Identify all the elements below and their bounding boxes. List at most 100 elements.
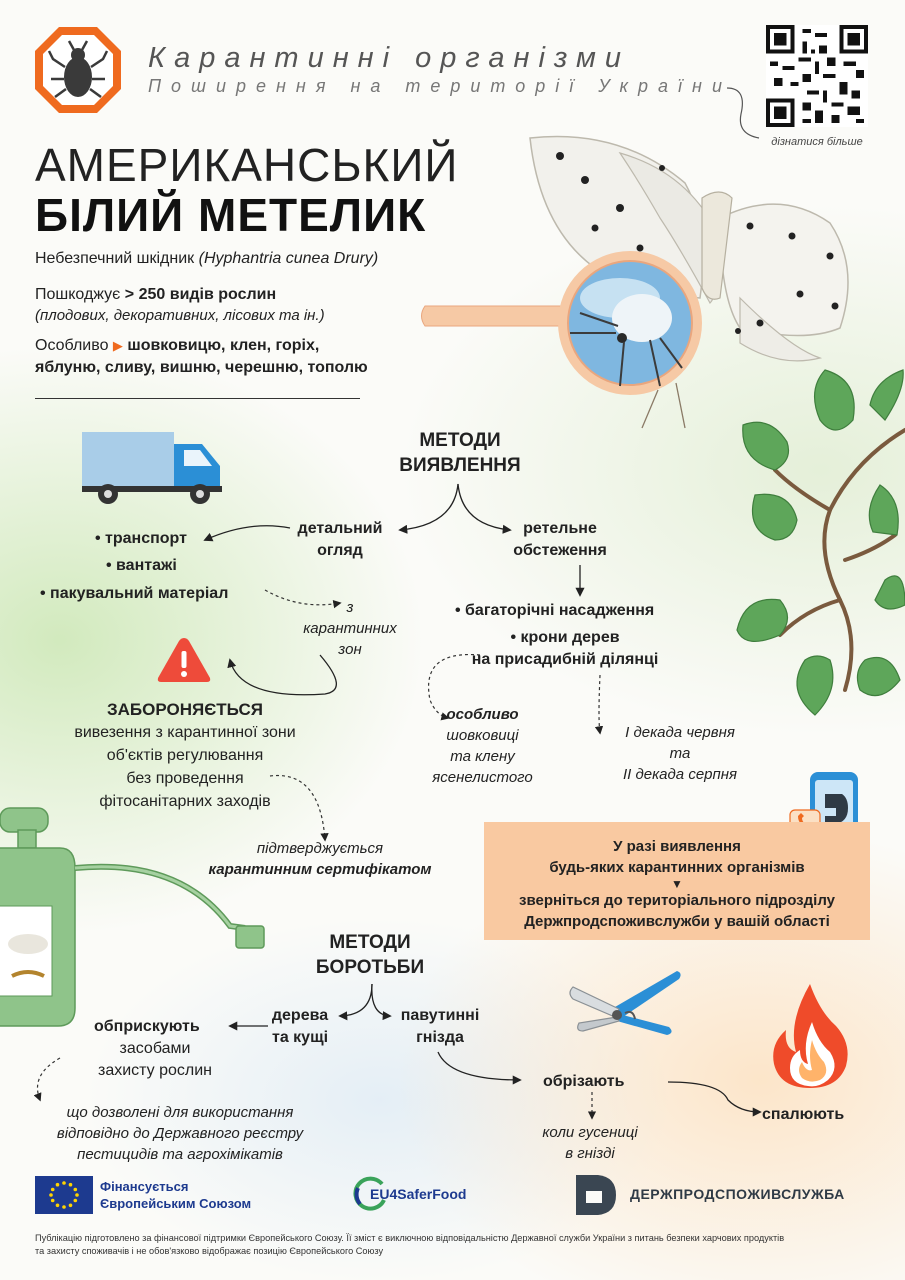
- contact-line1: У разі виявлення: [613, 838, 741, 855]
- dps-logo-icon: [576, 1175, 616, 1215]
- especially-trees-note: особливо шовковиці та клену ясенелистого: [415, 704, 550, 788]
- from-zones-line3: зон: [338, 641, 362, 658]
- moth-magnifier-illustration: [421, 135, 849, 429]
- eu4safer-logo-icon: [353, 1176, 386, 1211]
- disclaimer-line1: Публікацію підготовлено за фінансової пі…: [35, 1233, 785, 1243]
- survey-dates-line3: ІІ декада серпня: [622, 766, 738, 783]
- especially-trees-line1: особливо: [446, 706, 519, 723]
- certificate-note: підтверджується карантинним сертифікатом: [180, 838, 460, 880]
- orange-arrow-icon: ▶: [112, 338, 123, 353]
- survey-item-crowns: крони дерев на присадибній ділянці: [440, 627, 690, 671]
- from-zones-note: з карантинних зон: [285, 597, 415, 660]
- prohibited-block: ЗАБОРОНЯЄТЬСЯ вивезення з карантинної зо…: [40, 698, 330, 813]
- pest-line: Небезпечний шкідник (Hyphantria cunea Dr…: [35, 248, 378, 270]
- trees-line1: дерева: [271, 1007, 329, 1024]
- intro-divider: [35, 398, 360, 399]
- damage-count: > 250 видів рослин: [124, 286, 277, 303]
- especially-trees-line4: ясенелистого: [432, 769, 533, 786]
- title-line1: АМЕРИКАНСЬКИЙ: [35, 139, 459, 191]
- eu-flag-icon: [35, 1176, 93, 1214]
- cut-label: обрізають: [543, 1073, 625, 1090]
- especially-line: Особливо ▶ шовковицю, клен, горіх,: [35, 335, 319, 357]
- web-nests-label: павутинні гнізда: [390, 1005, 490, 1049]
- eu4safer-text: EU4SaferFood: [370, 1186, 467, 1202]
- prohibited-line1: вивезення з карантинної зони: [74, 724, 296, 741]
- header-subtitle: Поширення на території України: [148, 76, 732, 96]
- inspection-item-packaging: пакувальний матеріал: [40, 583, 228, 605]
- disclaimer: Публікацію підготовлено за фінансової пі…: [35, 1232, 885, 1258]
- contact-line2: будь-яких карантинних організмів: [549, 859, 805, 876]
- inspection-line1: детальний: [297, 520, 383, 537]
- especially-trees-line3: та клену: [450, 748, 515, 765]
- certificate-line2: карантинним сертифікатом: [208, 861, 432, 878]
- pruning-shears-icon: [569, 971, 681, 1035]
- contact-box: У разі виявлення будь-яких карантинних о…: [484, 822, 870, 940]
- from-zones-line2: карантинних: [303, 620, 397, 637]
- eu-funded-text: Фінансується Європейським Союзом: [100, 1178, 251, 1212]
- especially-trees-line2: шовковиці: [446, 727, 519, 744]
- survey-item-orchards: багаторічні насадження: [455, 600, 654, 622]
- contact-line4: Держпродспоживслужби у вашій області: [524, 913, 830, 930]
- prohibited-line3: без проведення: [126, 770, 244, 787]
- nests-line1: павутинні: [400, 1007, 480, 1024]
- detection-title-line2: ВИЯВЛЕННЯ: [399, 455, 521, 476]
- pest-latin: (Hyphantria cunea Drury): [198, 250, 379, 267]
- sprayer-illustration: [0, 807, 265, 1027]
- survey-item-crowns-line2: на присадибній ділянці: [471, 651, 659, 668]
- inspection-line2: огляд: [317, 542, 363, 559]
- damage-line: Пошкоджує > 250 видів рослин: [35, 284, 276, 306]
- burn-label: спалюють: [762, 1106, 845, 1123]
- survey-dates-note: І декада червня та ІІ декада серпня: [590, 722, 770, 785]
- prohibited-title: ЗАБОРОНЯЄТЬСЯ: [107, 700, 263, 719]
- detection-title: МЕТОДИ ВИЯВЛЕННЯ: [390, 428, 530, 478]
- qr-caption: дізнатися більше: [771, 136, 863, 148]
- from-zones-line1: з: [346, 599, 354, 616]
- damage-note: (плодових, декоративних, лісових та ін.): [35, 307, 325, 324]
- spray-label: обприскують: [94, 1018, 200, 1035]
- survey-dates-line1: І декада червня: [625, 724, 735, 741]
- control-title-line2: БОРОТЬБИ: [315, 957, 425, 978]
- qr-pointer-curve: [726, 87, 760, 139]
- dps-text: ДЕРЖПРОДСПОЖИВСЛУЖБА: [630, 1186, 845, 1202]
- survey-item-crowns-line1: крони дерев: [440, 627, 690, 649]
- survey-line2: обстеження: [513, 542, 607, 559]
- qr-code[interactable]: [766, 25, 868, 127]
- nests-line2: гнізда: [416, 1029, 464, 1046]
- spray-means: засобами захисту рослин: [70, 1038, 240, 1082]
- especially-line1: шовковицю, клен, горіх,: [127, 337, 320, 354]
- damage-prefix: Пошкоджує: [35, 286, 125, 303]
- allowed-line2: відповідно до Державного реєстру: [56, 1125, 304, 1142]
- contact-down-icon: ▼: [671, 877, 683, 891]
- bug-warning-icon: [35, 27, 121, 113]
- allowed-line1: що дозволені для використання: [66, 1104, 294, 1121]
- header-title: Карантинні організми: [148, 42, 631, 74]
- trees-line2: та кущі: [271, 1029, 329, 1046]
- control-title: МЕТОДИ БОРОТЬБИ: [300, 930, 440, 980]
- inspection-label: детальний огляд: [280, 518, 400, 562]
- trees-bushes-label: дерева та кущі: [255, 1005, 345, 1049]
- inspection-item-cargo: вантажі: [106, 555, 177, 577]
- title-line2: БІЛИЙ МЕТЕЛИК: [35, 189, 427, 241]
- when-line2: в гнізді: [565, 1145, 615, 1162]
- allowed-line3: пестицидів та агрохімікатів: [77, 1146, 283, 1163]
- eu-funded-line1: Фінансується: [100, 1179, 189, 1194]
- eu-funded-line2: Європейським Союзом: [100, 1196, 252, 1211]
- when-line1: коли гусениці: [542, 1124, 638, 1141]
- prohibited-line2: об'єктів регулювання: [106, 747, 264, 764]
- pest-prefix: Небезпечний шкідник: [35, 250, 199, 267]
- detection-title-line1: МЕТОДИ: [419, 430, 501, 451]
- fire-icon: [773, 984, 848, 1088]
- survey-line1: ретельне: [523, 520, 597, 537]
- when-caterpillars-note: коли гусениці в гнізді: [515, 1122, 665, 1164]
- survey-dates-line2: та: [669, 745, 691, 762]
- control-title-line1: МЕТОДИ: [329, 932, 411, 953]
- survey-label: ретельне обстеження: [490, 518, 630, 562]
- inspection-item-transport: транспорт: [95, 528, 187, 550]
- especially-prefix: Особливо: [35, 337, 113, 354]
- warning-triangle-icon: [157, 638, 211, 682]
- certificate-line1: підтверджується: [256, 840, 384, 857]
- spray-means-line2: захисту рослин: [97, 1062, 213, 1079]
- contact-line3: зверніться до територіального підрозділу: [519, 892, 835, 909]
- spray-means-line1: засобами: [119, 1040, 191, 1057]
